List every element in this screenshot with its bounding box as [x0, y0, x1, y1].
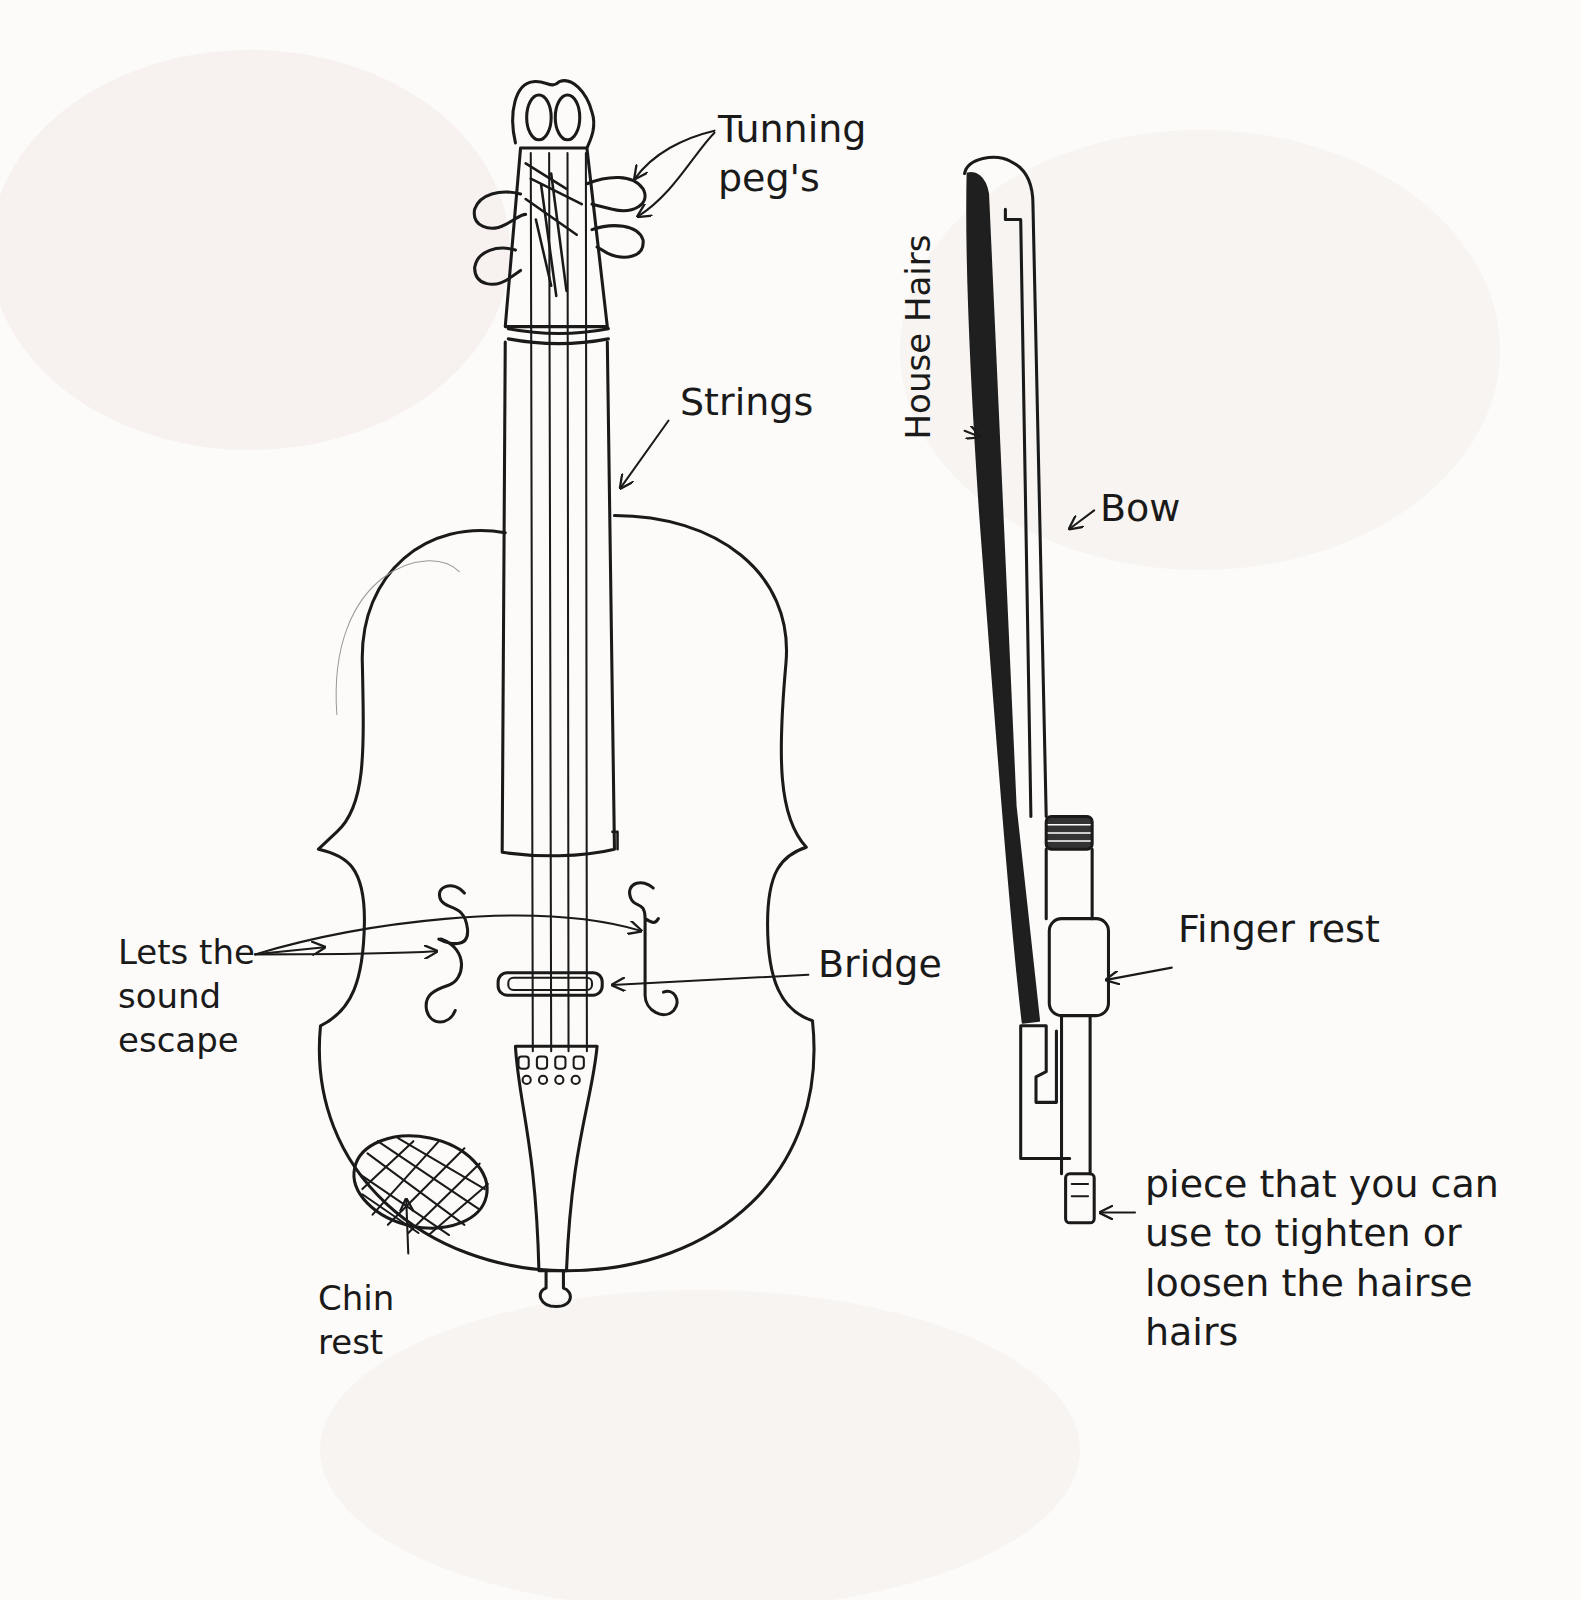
- bow-grip: [1048, 825, 1090, 841]
- paper-stain: [320, 1290, 1080, 1600]
- finger-rest: [1049, 919, 1108, 1016]
- bow-stick: [1046, 849, 1092, 918]
- fingerboard: [502, 342, 614, 856]
- fingerboard-end: [612, 832, 617, 849]
- chin-rest: [345, 1124, 495, 1240]
- part-label: House Hairs: [896, 235, 940, 440]
- part-label: Bow: [1100, 484, 1180, 533]
- bow-stick: [1062, 1016, 1091, 1174]
- peg-strings: [526, 163, 582, 296]
- scroll: [513, 81, 594, 148]
- paper-stain: [0, 50, 510, 450]
- part-label: Chin rest: [318, 1276, 438, 1364]
- tuning-peg: [475, 248, 521, 284]
- bow-grip: [1046, 817, 1092, 850]
- scroll-curl: [555, 95, 579, 140]
- tuning-peg: [592, 226, 643, 257]
- fine-tuners: [519, 1056, 584, 1084]
- tailpiece: [515, 1046, 597, 1271]
- chin-rest-hatch: [359, 1138, 488, 1235]
- pencil-mark: [336, 561, 459, 715]
- pegbox: [505, 148, 607, 327]
- end-button: [540, 1271, 570, 1307]
- bow-screw: [1066, 1174, 1095, 1223]
- part-label: Bridge: [818, 940, 942, 989]
- part-note: Lets the sound escape: [118, 930, 303, 1063]
- bridge: [508, 978, 592, 990]
- f-hole: [426, 886, 468, 1022]
- leader-line: [255, 131, 1172, 1254]
- violin-body: [318, 515, 814, 1270]
- scroll-curl: [527, 95, 551, 140]
- part-label: Finger rest: [1178, 905, 1380, 954]
- part-label: Tunning peg's: [718, 105, 958, 204]
- nut: [508, 329, 608, 344]
- bow-screw: [1072, 1184, 1088, 1196]
- part-note: piece that you can use to tighten or loo…: [1145, 1160, 1550, 1358]
- tuning-peg: [474, 192, 525, 228]
- bow-hair: [967, 173, 1039, 1023]
- tuning-peg: [587, 177, 645, 210]
- bridge: [498, 973, 602, 995]
- part-label: Strings: [680, 378, 813, 427]
- f-hole: [630, 883, 677, 1015]
